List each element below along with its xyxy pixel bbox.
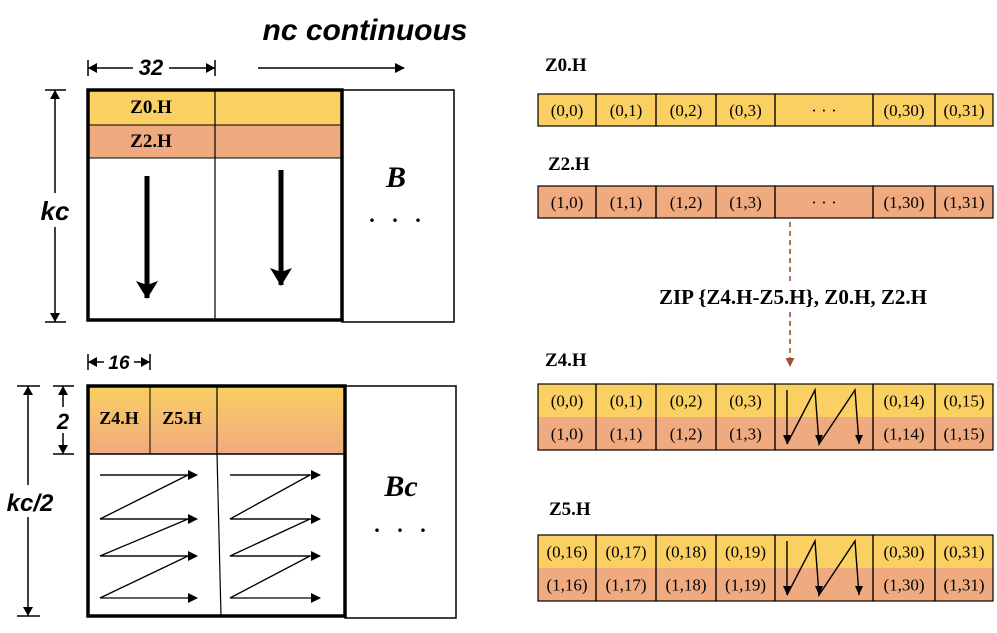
register-cell-label: (0,1) — [610, 101, 643, 120]
register-cell-label: (0,1) — [610, 392, 643, 411]
register-cell-label: (1,3) — [729, 193, 762, 212]
register-cell-label: (0,16) — [546, 543, 587, 562]
register-cell-label: (0,30) — [883, 543, 924, 562]
z5h-title: Z5.H — [549, 499, 591, 520]
matrix-b-block — [86, 88, 344, 322]
register-cell-label: (0,30) — [883, 101, 924, 120]
register-cell-label: (0,31) — [943, 101, 984, 120]
z0h-row — [88, 90, 215, 125]
register-cell-label: (1,0) — [551, 425, 584, 444]
register-z4h: Z4.H (0,0) (1,0) (0,1) (1,1) (0,2) (1,2) (0,3)… — [537, 350, 994, 451]
register-cell-label: (0,18) — [665, 543, 706, 562]
register-cell-label: (0,15) — [943, 392, 984, 411]
z2h-label: Z2.H — [130, 131, 172, 152]
row-height-2-label: 2 — [56, 409, 70, 434]
kc-label: kc — [41, 196, 70, 226]
register-cell-label: (1,30) — [883, 576, 924, 595]
z2h-row — [88, 125, 215, 158]
register-cell — [934, 383, 994, 451]
zip-operation-label: ZIP {Z4.H-Z5.H}, Z0.H, Z2.H — [659, 285, 927, 309]
z5h-register-row: (0,16) (1,16) (0,17) (1,17) (0,18) (1,18) (0,1… — [537, 534, 994, 602]
register-cell — [934, 534, 994, 602]
z0h-title: Z0.H — [545, 55, 587, 76]
register-cell-label: (0,17) — [605, 543, 646, 562]
nc-continuous-title: nc continuous — [263, 14, 468, 47]
matrix-b-diagram: nc continuous 32 Z0.H Z2.H B . . . kc — [35, 14, 468, 323]
register-cell-label: (1,30) — [883, 193, 924, 212]
register-cell-label: (1,0) — [551, 193, 584, 212]
matrix-b-ellipsis: . . . — [369, 202, 427, 227]
matrix-bc-extension — [344, 385, 457, 619]
register-ellipsis: · · · — [811, 101, 836, 120]
register-cell-label: (0,31) — [943, 543, 984, 562]
register-cell-label: (1,19) — [725, 576, 766, 595]
matrix-b-label: B — [385, 161, 406, 194]
zigzag-interleave-icon — [783, 538, 863, 598]
register-cell-label: (1,2) — [670, 425, 703, 444]
matrix-bc-block — [86, 384, 347, 618]
z0h-register-row: (0,0) (0,1) (0,2) (0,3) · · · (0,30) (0,31) — [537, 93, 994, 127]
register-cell-label: (0,3) — [729, 101, 762, 120]
register-cell-label: (1,16) — [546, 576, 587, 595]
z5h-cell-label: Z5.H — [162, 408, 202, 428]
register-z2h: Z2.H (1,0) (1,1) (1,2) (1,3) · · · (1,30) (1,3… — [537, 154, 994, 219]
register-z0h: Z0.H (0,0) (0,1) (0,2) (0,3) · · · (0,30) (0,3… — [537, 55, 994, 127]
z4h-cell-label: Z4.H — [99, 408, 139, 428]
zigzag-arrows-left — [99, 470, 198, 603]
z4h-register-row: (0,0) (1,0) (0,1) (1,1) (0,2) (1,2) (0,3) (1,3)… — [537, 383, 994, 451]
register-cell-label: (1,1) — [610, 193, 643, 212]
matrix-bc-label: Bc — [383, 470, 417, 503]
zigzag-arrows-right — [229, 470, 321, 603]
register-cell-label: (0,0) — [551, 392, 584, 411]
register-cell — [934, 185, 994, 219]
register-cell-label: (0,19) — [725, 543, 766, 562]
register-cell-label: (0,2) — [670, 101, 703, 120]
register-cell-label: (0,0) — [551, 101, 584, 120]
register-cell-label: (0,3) — [729, 392, 762, 411]
register-cell-label: (1,2) — [670, 193, 703, 212]
width-16-label: 16 — [108, 353, 130, 374]
kc-half-label: kc/2 — [7, 490, 54, 517]
register-cell-label: (1,18) — [665, 576, 706, 595]
register-cell-label: (1,1) — [610, 425, 643, 444]
register-ellipsis: · · · — [811, 193, 836, 212]
register-cell-label: (0,2) — [670, 392, 703, 411]
z0h-label: Z0.H — [130, 97, 172, 118]
register-cell-label: (1,17) — [605, 576, 646, 595]
register-cell-label: (0,14) — [883, 392, 924, 411]
zigzag-interleave-icon — [783, 387, 863, 447]
z4h-title: Z4.H — [545, 350, 587, 371]
z2h-title: Z2.H — [548, 154, 590, 175]
register-z5h: Z5.H (0,16) (1,16) (0,17) (1,17) (0,18) (1,18… — [537, 499, 994, 602]
register-cell — [934, 93, 994, 127]
register-cell-label: (1,3) — [729, 425, 762, 444]
register-cell-label: (1,14) — [883, 425, 924, 444]
matrix-bc-ellipsis: . . . — [374, 512, 432, 537]
register-cell-label: (1,31) — [943, 576, 984, 595]
register-cell-label: (1,31) — [943, 193, 984, 212]
width-32-label: 32 — [139, 55, 164, 80]
matrix-bc-diagram: 16 Z4.H Z5.H Bc . . . 2 — [2, 351, 457, 619]
z2h-register-row: (1,0) (1,1) (1,2) (1,3) · · · (1,30) (1,31) — [537, 185, 994, 219]
register-cell-label: (1,15) — [943, 425, 984, 444]
